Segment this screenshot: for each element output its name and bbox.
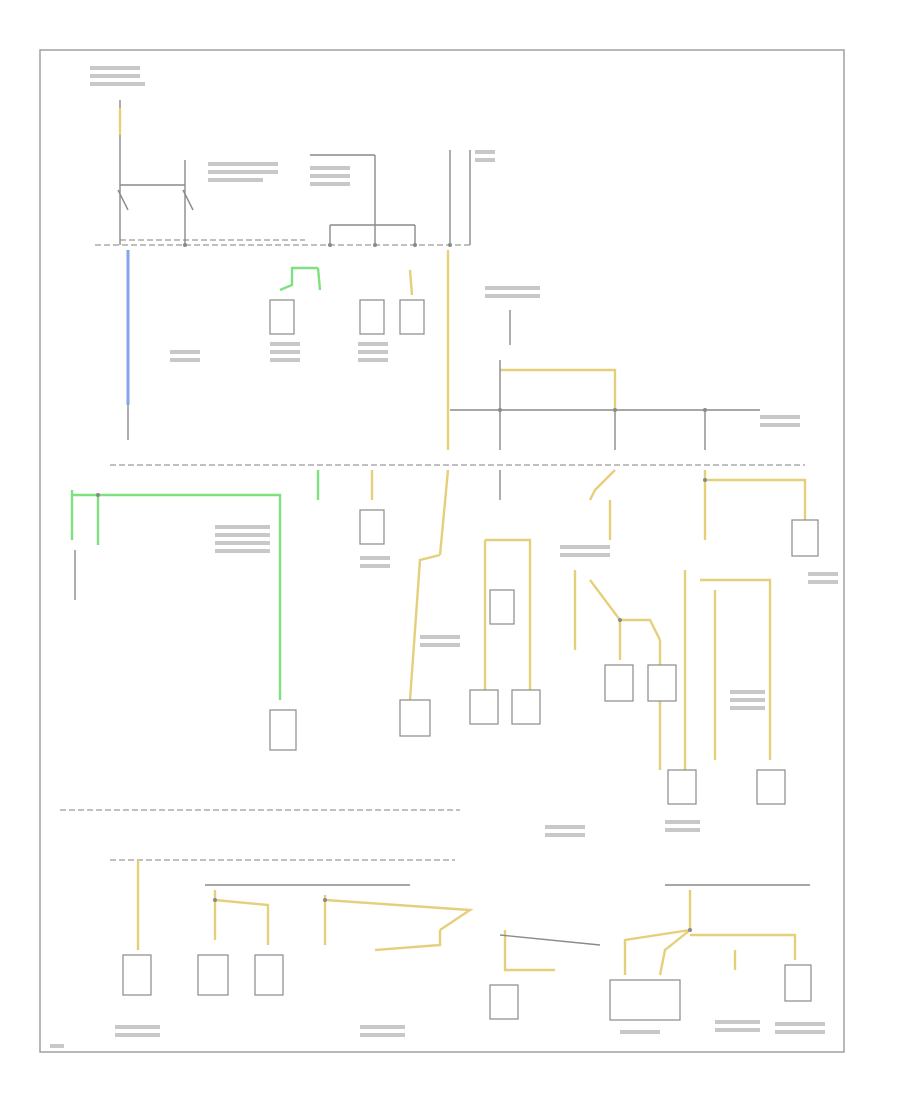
component-right-5 bbox=[756, 769, 786, 805]
component-right-2 bbox=[604, 664, 634, 702]
component-middle-3 bbox=[269, 709, 297, 751]
green-wire-network bbox=[70, 470, 320, 700]
middle-yellow-feeds bbox=[370, 469, 532, 701]
right-yellow-network bbox=[573, 469, 807, 770]
illegible-labels bbox=[50, 66, 838, 1048]
component-bottom-5 bbox=[609, 979, 681, 1021]
component-bottom-4 bbox=[489, 984, 519, 1020]
component-middle-4 bbox=[399, 699, 431, 737]
green-wire-top bbox=[279, 266, 318, 292]
green-wire-top-2 bbox=[316, 267, 322, 291]
component-right-1 bbox=[791, 519, 819, 557]
component-left-top-3 bbox=[399, 299, 425, 335]
component-left-top-2 bbox=[359, 299, 385, 335]
component-bottom-1 bbox=[122, 954, 152, 996]
component-left-top-1 bbox=[269, 299, 295, 335]
diagram-frame bbox=[39, 49, 845, 1053]
component-bottom-2 bbox=[197, 954, 229, 996]
component-middle-2 bbox=[489, 589, 515, 625]
connection-nodes bbox=[96, 243, 707, 932]
component-right-3 bbox=[647, 664, 677, 702]
component-middle-6 bbox=[511, 689, 541, 725]
bottom-distribution bbox=[136, 860, 810, 976]
component-middle-1 bbox=[359, 509, 385, 545]
component-middle-5 bbox=[469, 689, 499, 725]
right-upper-distribution bbox=[450, 310, 760, 450]
component-bottom-3 bbox=[254, 954, 284, 996]
component-right-4 bbox=[667, 769, 697, 805]
component-bottom-6 bbox=[784, 964, 812, 1002]
top-relay-lines bbox=[310, 150, 471, 245]
yellow-wire-top-relay bbox=[408, 269, 414, 296]
ignition-switch-feed bbox=[117, 100, 194, 245]
